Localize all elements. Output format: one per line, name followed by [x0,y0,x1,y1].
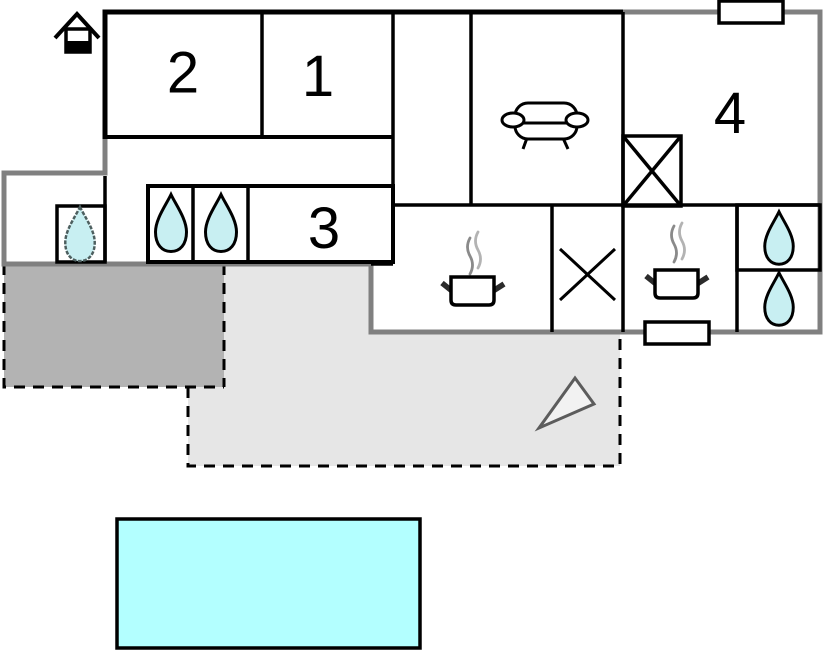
svg-text:1: 1 [302,44,334,109]
svg-text:4: 4 [714,81,746,146]
svg-text:3: 3 [308,196,340,261]
svg-text:2: 2 [167,41,199,106]
